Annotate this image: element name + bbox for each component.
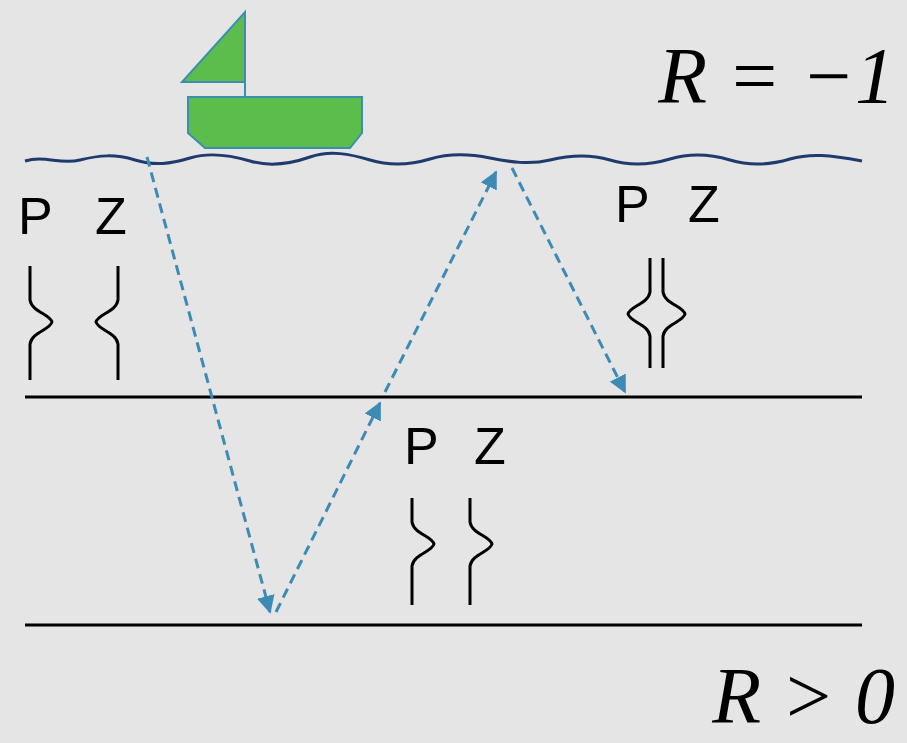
- component-label: Z: [688, 178, 720, 230]
- layer-boundary: [25, 396, 862, 399]
- component-label: P: [404, 420, 439, 472]
- reflection-coefficient: R > 0: [712, 656, 895, 736]
- ray-path: [147, 157, 625, 612]
- boat: [182, 12, 362, 148]
- reflection-coefficient: R = −1: [658, 36, 895, 116]
- component-label: P: [615, 178, 650, 230]
- component-label: P: [18, 190, 53, 242]
- component-label: Z: [95, 190, 127, 242]
- layer-boundary: [25, 624, 862, 627]
- sea-surface: [25, 153, 862, 164]
- component-label: Z: [474, 420, 506, 472]
- wavelet-symbol: [30, 258, 685, 605]
